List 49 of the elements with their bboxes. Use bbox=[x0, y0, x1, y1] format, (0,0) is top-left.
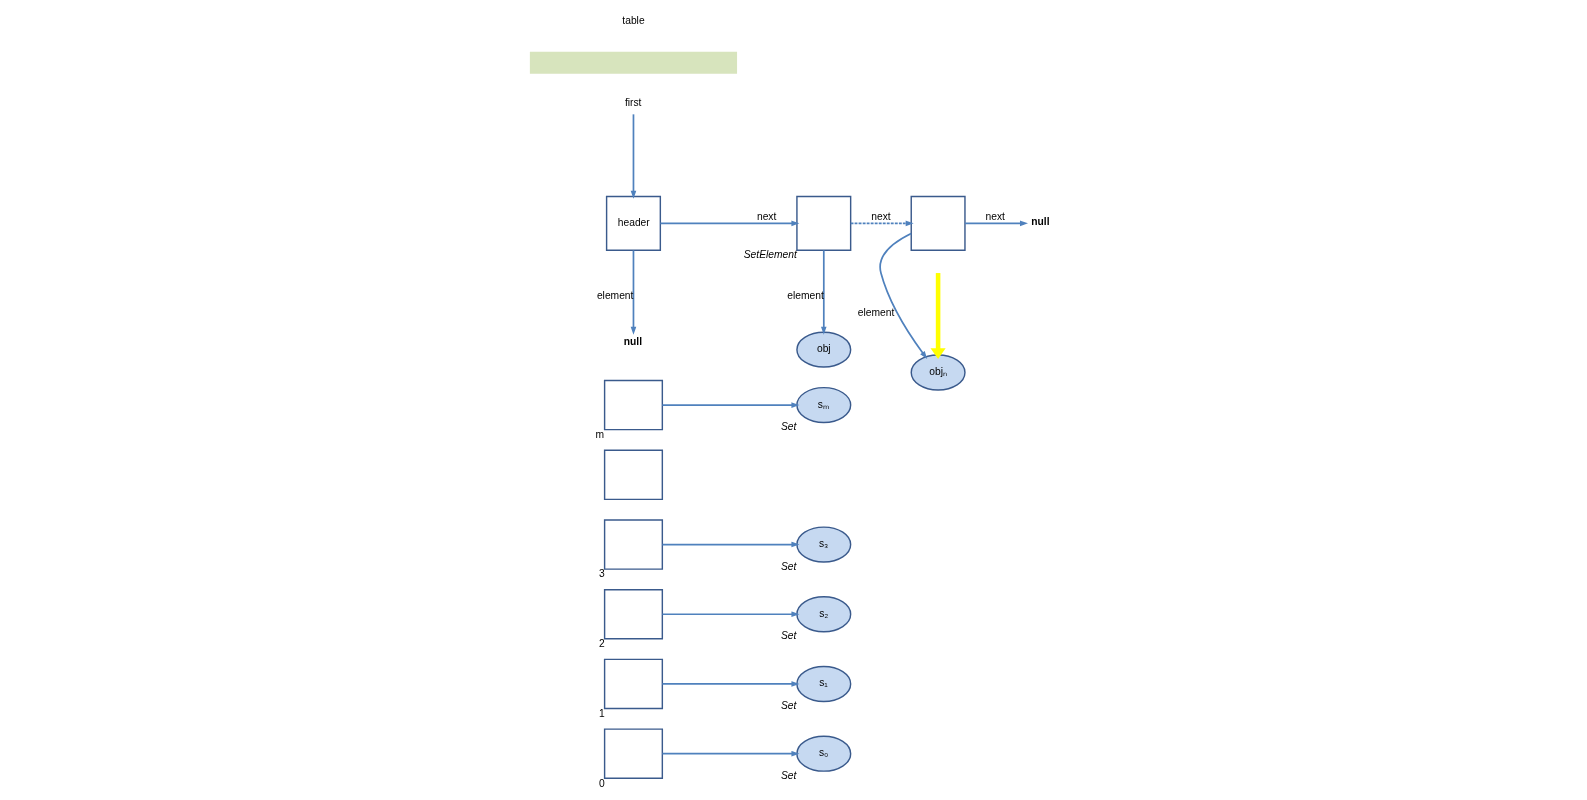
label: table bbox=[622, 14, 645, 26]
node-box bbox=[603, 588, 664, 640]
arrow bbox=[630, 113, 637, 199]
edge-label: next bbox=[871, 210, 891, 222]
node-label: Set bbox=[780, 769, 797, 781]
arrow bbox=[661, 680, 800, 687]
node-ellipse: sₘ bbox=[796, 386, 852, 423]
arrow bbox=[849, 220, 914, 226]
node-label: m bbox=[595, 428, 605, 440]
node-box bbox=[603, 658, 664, 709]
node-label: Set bbox=[780, 420, 797, 432]
node-box bbox=[603, 379, 664, 430]
arrow bbox=[821, 248, 827, 335]
node-box bbox=[603, 449, 664, 500]
node-box bbox=[910, 195, 966, 251]
node-label: Set bbox=[780, 629, 797, 641]
node-text: first bbox=[624, 96, 642, 108]
node-text: null bbox=[1031, 215, 1050, 227]
edge-label: element bbox=[857, 306, 895, 318]
node-label: 2 bbox=[598, 637, 605, 649]
edge-label: next bbox=[756, 210, 777, 222]
node-ellipse: s₂ bbox=[796, 595, 852, 632]
arrow bbox=[930, 272, 946, 359]
arrow bbox=[964, 220, 1028, 226]
node-label: 0 bbox=[598, 777, 605, 789]
node-ellipse: s₁ bbox=[796, 665, 852, 702]
node-box bbox=[796, 195, 852, 251]
node-label: Set bbox=[780, 560, 797, 572]
node-label: 1 bbox=[598, 707, 605, 719]
arrow bbox=[879, 232, 928, 359]
node-ellipse: objₙ bbox=[910, 353, 966, 391]
arrow bbox=[630, 249, 637, 335]
node-text: null bbox=[623, 335, 642, 347]
arrow bbox=[661, 401, 800, 408]
node-label: 3 bbox=[598, 567, 605, 579]
node-ellipse: s₀ bbox=[796, 735, 852, 772]
node-ellipse: obj bbox=[796, 331, 852, 368]
node-box bbox=[603, 727, 664, 779]
arrow bbox=[661, 750, 800, 756]
arrow bbox=[659, 220, 800, 226]
node-label: Set bbox=[780, 699, 797, 711]
arrow bbox=[661, 610, 800, 617]
edge-label: next bbox=[985, 210, 1005, 222]
arrow bbox=[661, 541, 800, 547]
node-ellipse: s₃ bbox=[796, 525, 852, 563]
node-label: SetElement bbox=[743, 248, 797, 260]
node-box bbox=[529, 51, 738, 74]
node-box: header bbox=[605, 195, 662, 251]
node-box bbox=[603, 518, 664, 570]
